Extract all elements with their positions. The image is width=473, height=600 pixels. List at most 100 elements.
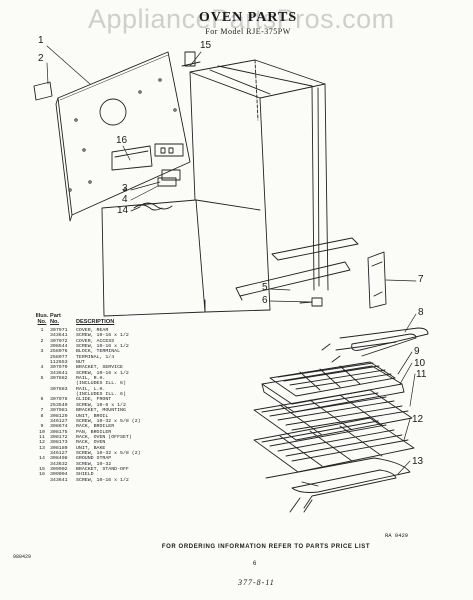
part-number: 343632: [50, 461, 68, 467]
part-description: (INCLUDES ILL. 6): [76, 381, 126, 387]
part-number: 343641: [50, 333, 68, 339]
callout-10: 10: [414, 358, 426, 369]
page-title: OVEN PARTS: [198, 10, 298, 25]
part-description: SCREW, 10-16 x 1/2: [76, 370, 129, 376]
part-description: RAIL, R.H.: [76, 376, 106, 382]
callout-14: 14: [117, 205, 129, 216]
part-description: SCREW, 10-16 x 1/2: [76, 344, 129, 350]
handwritten-code: 377-8-11: [238, 578, 275, 587]
illus-number: 15: [39, 466, 45, 472]
part-description: BRACKET, STAND-OFF: [76, 466, 129, 472]
illus-number: 11: [39, 434, 45, 440]
part-description: RAIL, L.H.: [76, 386, 106, 392]
callout-4: 4: [122, 194, 128, 205]
illus-number: 8: [40, 413, 44, 419]
callout-9: 9: [414, 346, 420, 357]
oven-rails: [235, 237, 359, 307]
document-code: 980429: [13, 554, 32, 560]
part-number: 308129: [50, 413, 68, 419]
bake-unit: [265, 457, 411, 513]
table-row: 8 308129 UNIT, BROIL: [34, 414, 190, 419]
rear-cover: [55, 51, 191, 222]
header-description: DESCRIPTION: [76, 319, 115, 325]
table-row: 346127 SCREW, 10-32 x 5/8 (2): [34, 451, 190, 456]
part-number: 346127: [50, 450, 68, 456]
mounting-bracket: [367, 251, 387, 309]
callout-8: 8: [418, 307, 424, 318]
part-number: 307978: [50, 397, 68, 403]
part-description: SCREW, 10-16 x 1/2: [76, 477, 129, 483]
table-row: 7 307981 BRACKET, MOUNTING: [34, 408, 190, 413]
callout-15: 15: [200, 40, 212, 51]
part-number: 308674: [50, 424, 68, 430]
part-number: 309002: [50, 466, 68, 472]
illus-number: [34, 478, 50, 483]
illus-number: 3: [40, 349, 44, 355]
watermark: AppliancePartsPros.com: [88, 4, 395, 34]
illus-number: 7: [40, 408, 44, 414]
part-description: BRACKET, SERVICE: [76, 365, 123, 371]
illus-number: 12: [39, 440, 45, 446]
oven-side-panel: [101, 199, 271, 317]
table-row: 15 309002 BRACKET, STAND-OFF: [34, 467, 190, 472]
part-description: RACK, BROILER: [76, 424, 115, 430]
part-description: TERMINAL, 1/4: [76, 354, 115, 360]
callout-6: 6: [262, 295, 268, 306]
part-number: 307072: [50, 338, 68, 344]
part-description: NUT: [76, 360, 85, 366]
part-description: PAN, BROILER: [76, 429, 112, 435]
part-description: RACK, OVEN: [76, 440, 106, 446]
header-no-illus: No.: [37, 319, 47, 325]
part-description: BRACKET, MOUNTING: [76, 408, 126, 414]
part-description: COVER, ACCESS: [76, 338, 115, 344]
part-number: 343641: [50, 370, 68, 376]
header-part: Part: [50, 313, 61, 319]
callout-7: 7: [418, 274, 424, 285]
part-description: SCREW, 10-16 x 1/2: [76, 333, 129, 339]
illus-number: 9: [40, 424, 44, 430]
part-description: RACK, OVEN (OFFSET): [76, 434, 132, 440]
broiler-rack: [269, 361, 396, 397]
illus-number: 16: [39, 472, 45, 478]
table-row: 343641 SCREW, 10-16 x 1/2: [34, 333, 190, 338]
terminal-block: [157, 177, 177, 187]
illus-number: 13: [39, 445, 45, 451]
parts-table-header: Illus. Part: [34, 313, 190, 319]
table-row: 9 308674 RACK, BROILER: [34, 424, 190, 429]
header-no-part: No.: [50, 319, 60, 325]
part-number: 308172: [50, 434, 68, 440]
part-number: 307970: [50, 365, 68, 371]
table-row: 307883 RAIL, L.H.: [34, 387, 190, 392]
part-number: 308173: [50, 440, 68, 446]
part-description: (INCLUDES ILL. 6): [76, 392, 126, 398]
part-number: 308180: [50, 445, 68, 451]
part-description: SCREW, 10-32 x 5/8 (2): [76, 450, 141, 456]
part-description: UNIT, BROIL: [76, 413, 109, 419]
table-row: (INCLUDES ILL. 6): [34, 392, 190, 397]
part-number: 308498: [50, 456, 68, 462]
part-number: 307971: [50, 328, 68, 333]
callout-12: 12: [412, 414, 424, 425]
part-number: 307883: [50, 386, 68, 392]
part-description: UNIT, BAKE: [76, 445, 106, 451]
part-number: 112653: [50, 360, 68, 366]
ordering-notice: FOR ORDERING INFORMATION REFER TO PARTS …: [161, 544, 371, 550]
table-row: (INCLUDES ILL. 6): [34, 381, 190, 386]
part-number: 307981: [50, 408, 68, 414]
reference-code: RA 0429: [385, 532, 409, 539]
oven-cabinet-frame: [181, 51, 329, 311]
